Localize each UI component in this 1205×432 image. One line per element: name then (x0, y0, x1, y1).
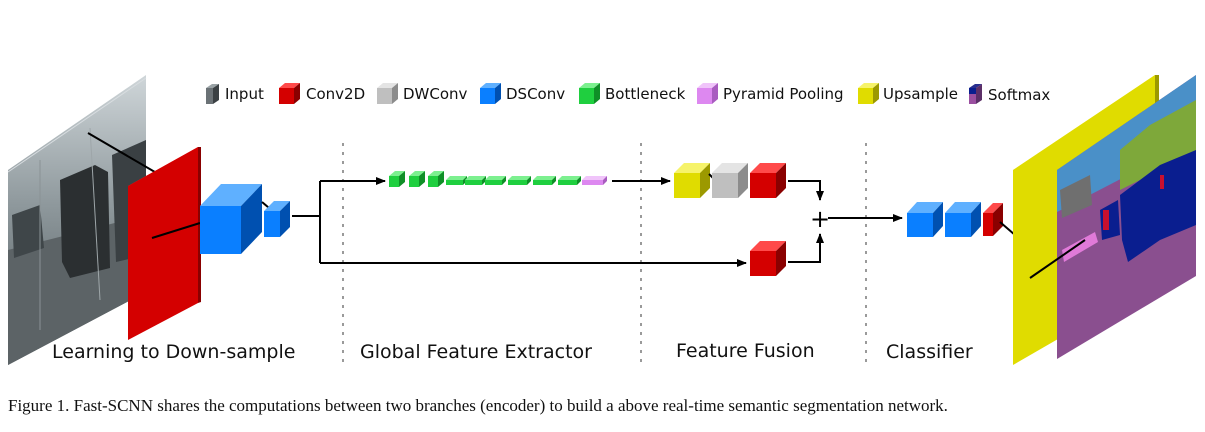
output-stack (1013, 75, 1196, 365)
section-labels: Learning to Down-sample Global Feature E… (52, 340, 973, 363)
section-label-learning-to-downsample: Learning to Down-sample (52, 341, 295, 363)
dsconv-cube-icon (480, 83, 501, 104)
legend-label-bottleneck: Bottleneck (605, 85, 686, 103)
legend-item-conv2d: Conv2D (279, 83, 365, 104)
legend-item-bottleneck: Bottleneck (579, 83, 686, 104)
dwconv-block (712, 163, 748, 198)
fusion-sum-symbol: + (810, 205, 830, 233)
legend-label-softmax: Softmax (988, 86, 1050, 104)
legend-label-dwconv: DWConv (403, 85, 468, 103)
dwconv-cube-icon (377, 83, 398, 104)
section-label-feature-fusion: Feature Fusion (676, 340, 815, 362)
upsample-block (674, 163, 710, 198)
legend-item-input: Input (206, 84, 264, 104)
conv2d-block-classifier (983, 203, 1003, 236)
feature-fusion-blocks: + (674, 163, 903, 276)
pyramid-pooling-cube-icon (697, 83, 718, 104)
conv2d-cube-icon (279, 83, 300, 104)
legend-label-pyramid-pooling: Pyramid Pooling (723, 85, 844, 103)
input-cube-icon (206, 84, 219, 104)
learning-to-downsample-blocks (128, 147, 290, 340)
bottleneck-stack-1 (389, 171, 444, 187)
legend-item-dwconv: DWConv (377, 83, 468, 104)
legend-item-dsconv: DSConv (480, 83, 565, 104)
legend-item-softmax: Softmax (969, 84, 1050, 104)
legend-item-upsample: Upsample (858, 83, 958, 104)
legend: Input Conv2D DWConv DSConv (206, 83, 1050, 104)
section-label-classifier: Classifier (886, 341, 973, 363)
bottleneck-stack-3 (508, 176, 581, 185)
dsconv-block-large (200, 184, 262, 254)
input-image (7, 75, 161, 365)
figure-caption: Figure 1. Fast-SCNN shares the computati… (8, 396, 948, 415)
legend-label-input: Input (225, 85, 264, 103)
dsconv-block-small (264, 201, 290, 237)
softmax-cube-icon (969, 84, 982, 104)
conv2d-block-fusion-bottom (750, 241, 786, 276)
conv2d-block-fusion-top (750, 163, 786, 198)
branch-connectors (292, 177, 747, 267)
upsample-cube-icon (858, 83, 879, 104)
dsconv-block-classifier-1 (907, 202, 943, 237)
legend-label-upsample: Upsample (883, 85, 958, 103)
dsconv-block-classifier-2 (945, 202, 981, 237)
bottleneck-stack-2 (446, 176, 506, 185)
segmentation-output (1029, 75, 1196, 359)
legend-item-pyramid-pooling: Pyramid Pooling (697, 83, 844, 104)
legend-label-conv2d: Conv2D (306, 85, 365, 103)
pyramid-pooling-block (582, 176, 607, 185)
legend-label-dsconv: DSConv (506, 85, 565, 103)
global-feature-extractor-blocks (389, 171, 671, 187)
classifier-blocks (907, 202, 1016, 237)
conv2d-block (128, 147, 201, 340)
bottleneck-cube-icon (579, 83, 600, 104)
section-label-global-feature-extractor: Global Feature Extractor (360, 341, 592, 363)
